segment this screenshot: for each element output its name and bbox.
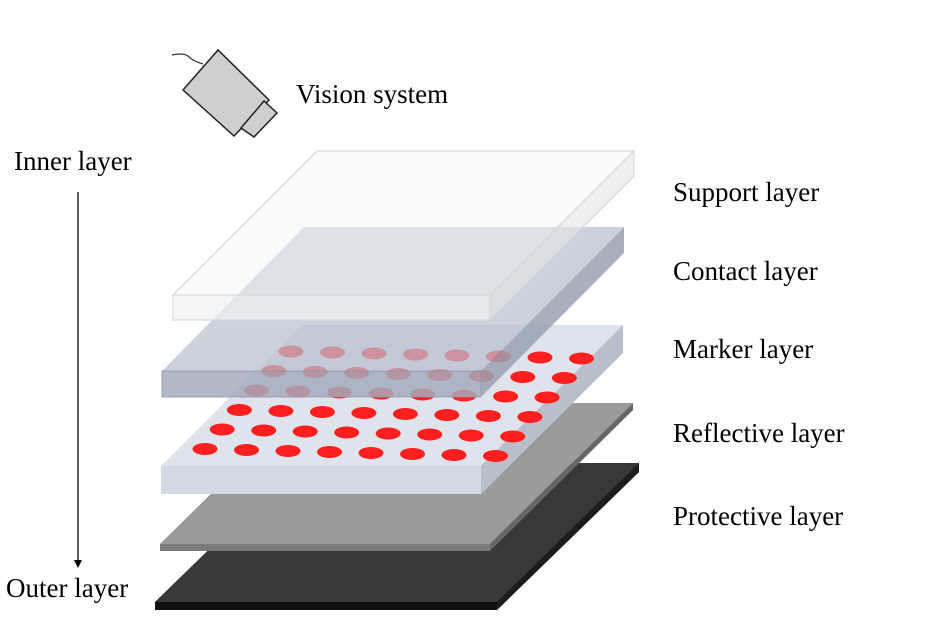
marker-dot xyxy=(458,429,484,442)
marker-dot xyxy=(375,427,401,440)
marker-dot xyxy=(534,391,560,404)
outer-layer-label: Outer layer xyxy=(6,573,129,603)
marker-dot xyxy=(510,371,536,383)
protective-layer-label: Protective layer xyxy=(673,501,844,531)
marker-dot xyxy=(309,406,335,418)
marker-dot xyxy=(434,409,460,421)
support-layer-label: Support layer xyxy=(673,177,820,207)
marker-dot xyxy=(192,443,218,455)
marker-layer-label: Marker layer xyxy=(673,334,814,364)
contact-layer-label: Contact layer xyxy=(673,256,818,286)
marker-dot xyxy=(527,351,553,364)
marker-dot xyxy=(351,407,377,419)
marker-dot xyxy=(275,445,301,457)
marker-dot xyxy=(493,390,519,403)
marker-dot xyxy=(400,448,425,460)
marker-dot xyxy=(317,446,342,458)
contact-layer xyxy=(161,227,624,398)
marker-dot xyxy=(517,411,543,423)
marker-dot xyxy=(569,352,594,365)
camera-icon xyxy=(171,48,279,138)
support-layer xyxy=(171,149,636,322)
marker-dot xyxy=(475,410,501,422)
marker-dot xyxy=(209,423,235,436)
marker-dot xyxy=(500,430,526,443)
marker-dot xyxy=(483,450,508,462)
marker-dot xyxy=(441,449,467,461)
marker-dot xyxy=(334,426,360,439)
marker-dot xyxy=(251,424,277,437)
inner-layer-label: Inner layer xyxy=(14,146,132,176)
marker-dot xyxy=(268,405,294,417)
marker-dot xyxy=(292,425,318,438)
reflective-layer-label: Reflective layer xyxy=(673,418,845,448)
marker-dot xyxy=(417,428,443,441)
marker-dot xyxy=(226,404,252,416)
marker-dot xyxy=(234,444,259,456)
marker-dot xyxy=(392,408,418,420)
marker-dot xyxy=(358,447,384,459)
vision-system-label: Vision system xyxy=(296,79,449,109)
marker-dot xyxy=(551,372,577,384)
